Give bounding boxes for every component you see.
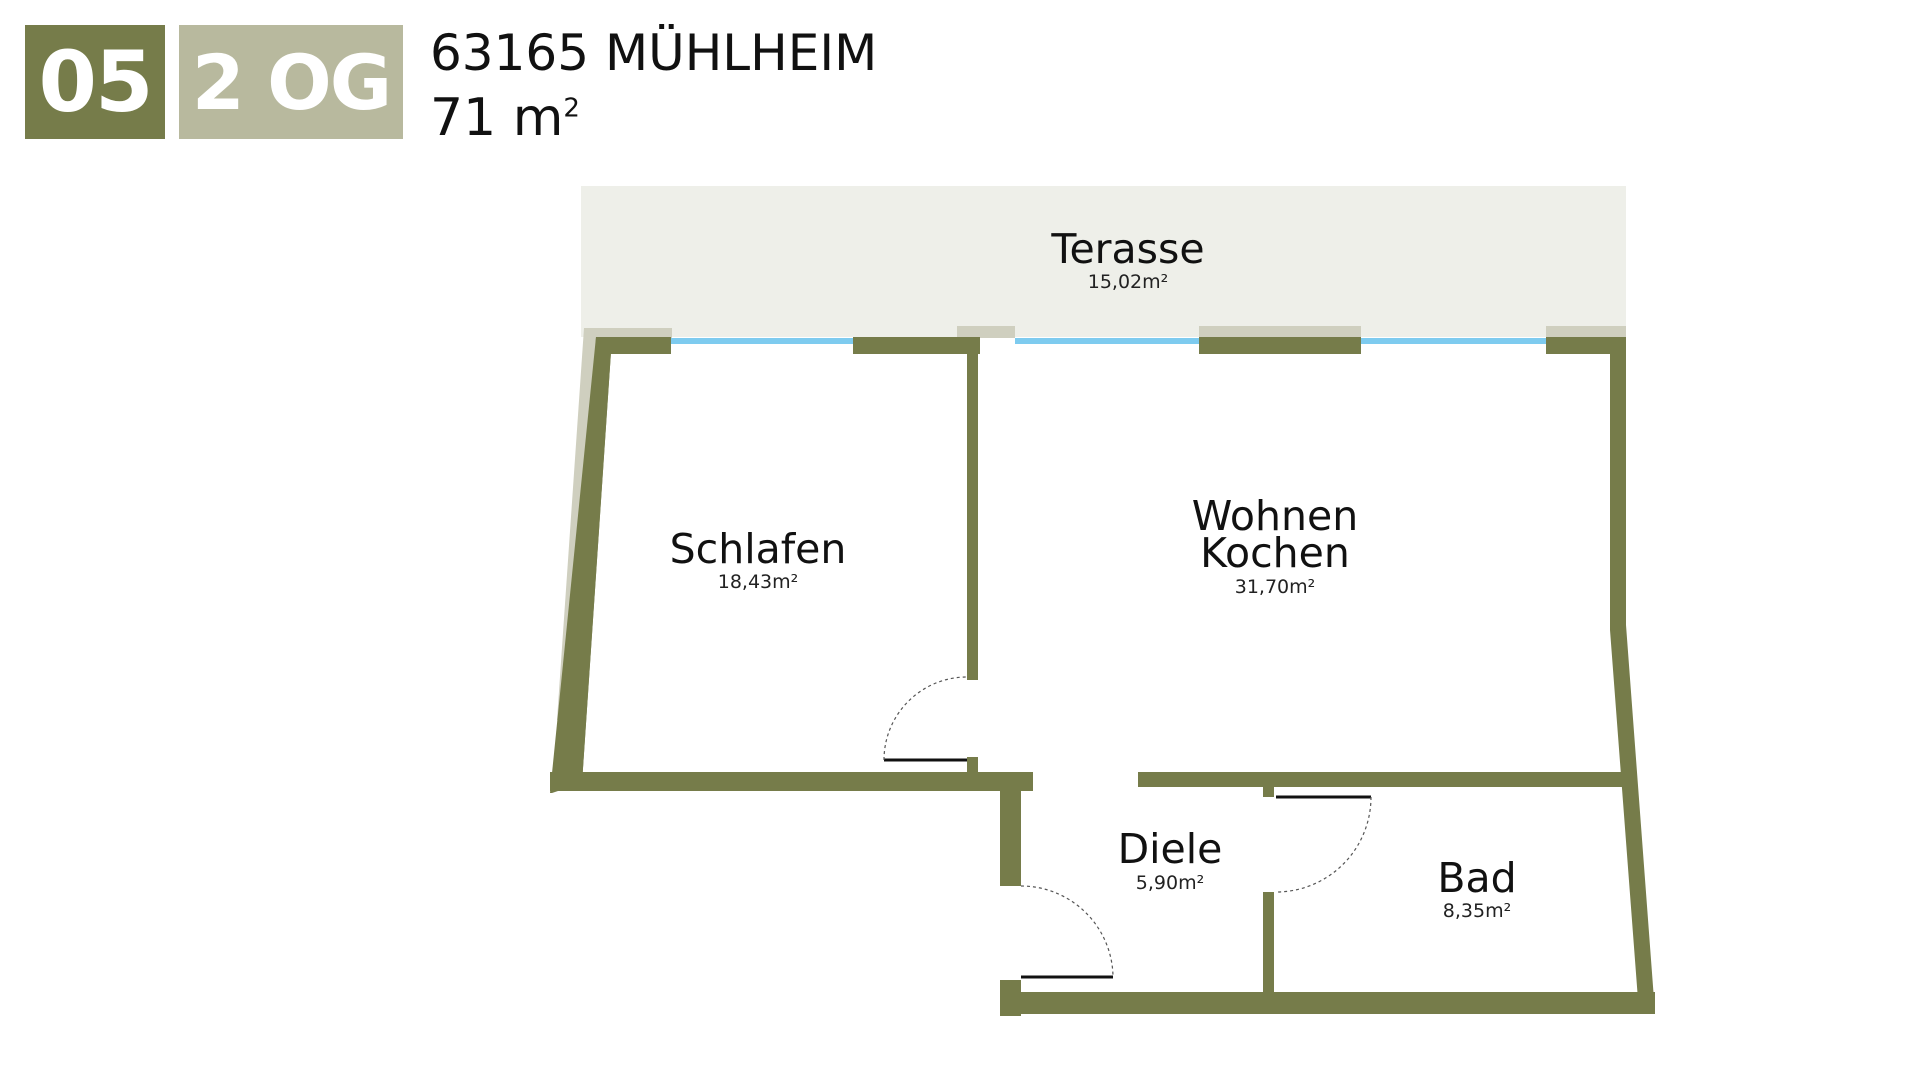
address-title: 63165 MÜHLHEIM bbox=[430, 24, 878, 82]
room-name-terasse: Terasse bbox=[1050, 225, 1204, 273]
total-area: 71 m2 bbox=[430, 88, 580, 148]
door-schlafen bbox=[883, 676, 968, 762]
doors bbox=[883, 676, 1372, 979]
terrace-area bbox=[581, 186, 1626, 337]
total-area-value: 71 m bbox=[430, 88, 564, 148]
door-bad bbox=[1275, 795, 1372, 893]
room-name-wohnen: Wohnen bbox=[1192, 492, 1358, 540]
room-name-kochen: Kochen bbox=[1200, 529, 1350, 577]
room-area-wohnen-kochen: 31,70m² bbox=[1235, 576, 1316, 598]
unit-number-badge: 05 bbox=[25, 25, 165, 139]
door-entrance bbox=[1020, 885, 1114, 979]
total-area-unit-sup: 2 bbox=[563, 93, 580, 124]
walls bbox=[550, 337, 1655, 1016]
floor-badge: 2 OG bbox=[179, 25, 403, 139]
terrace-edge-walls bbox=[557, 326, 1626, 720]
room-area-bad: 8,35m² bbox=[1443, 900, 1511, 922]
room-area-schlafen: 18,43m² bbox=[718, 571, 799, 593]
room-area-terasse: 15,02m² bbox=[1088, 271, 1169, 293]
room-area-diele: 5,90m² bbox=[1136, 872, 1204, 894]
room-name-bad: Bad bbox=[1437, 854, 1516, 902]
room-name-schlafen: Schlafen bbox=[670, 525, 847, 573]
room-name-diele: Diele bbox=[1118, 825, 1223, 873]
